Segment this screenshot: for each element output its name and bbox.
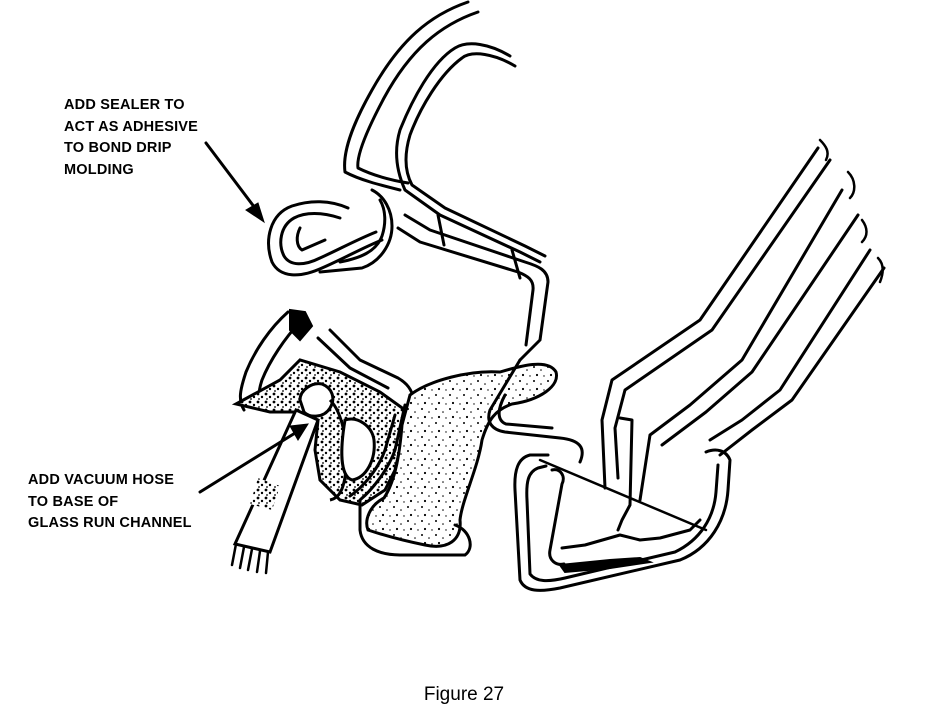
door-frame — [348, 358, 584, 557]
sealer-callout-line: MOLDING — [64, 161, 134, 178]
vacuum-hose — [230, 408, 320, 575]
sealer-callout-line: ADD SEALER TO — [64, 97, 185, 113]
lower-channel — [513, 416, 732, 592]
sealer-callout-text: ADD SEALER TO ACT AS ADHESIVE TO BOND DR… — [64, 95, 198, 181]
vacuum-hose-callout-text: ADD VACUUM HOSE TO BASE OF GLASS RUN CHA… — [28, 470, 192, 535]
roof-rail-panel — [343, 0, 547, 280]
figure-caption: Figure 27 — [423, 684, 505, 705]
sealer-callout-line: TO BOND DRIP — [64, 140, 172, 156]
vacuum-hose-callout-line: TO BASE OF — [28, 493, 119, 510]
sealer-bead — [365, 362, 558, 548]
vacuum-hose-callout-line: GLASS RUN CHANNEL — [28, 515, 192, 531]
drip-molding — [267, 188, 550, 362]
glass-run-channel — [231, 308, 415, 507]
vacuum-hose-callout-line: ADD VACUUM HOSE — [28, 472, 175, 488]
sealer-callout-line: ACT AS ADHESIVE — [64, 118, 199, 135]
vacuum-hose-callout-arrow — [198, 423, 309, 494]
sealer-callout-arrow — [204, 141, 265, 224]
door-glass-panel — [600, 138, 886, 502]
